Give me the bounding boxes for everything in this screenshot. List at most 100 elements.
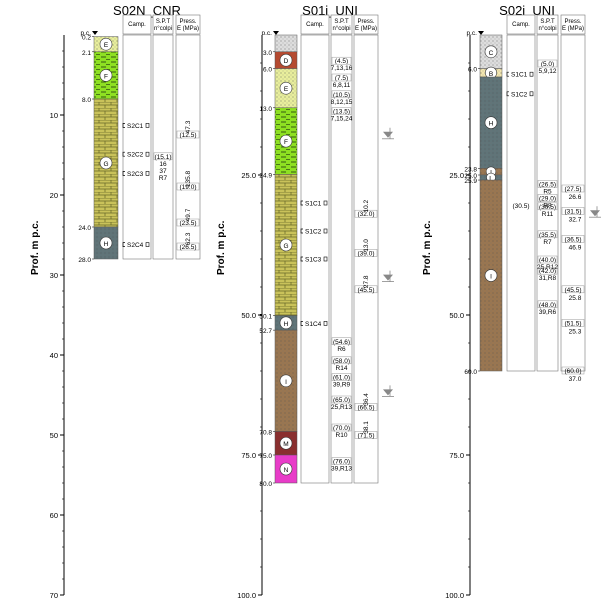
- layer-label-circle: [279, 238, 293, 252]
- press-header: Press.: [357, 19, 374, 25]
- press-depth-box: [561, 184, 585, 193]
- boundary-depth-label: 25.9: [464, 178, 477, 185]
- sample-box: [529, 71, 534, 77]
- table-header-cell: [353, 14, 379, 35]
- camp-header: Camp.: [128, 22, 146, 28]
- press-modulus-value: 135.8: [185, 170, 192, 187]
- layer-label: C: [489, 50, 494, 57]
- spt-subheader: n°colpi: [332, 26, 350, 32]
- press-depth-box: [176, 182, 200, 191]
- table-column-frame: [506, 34, 536, 372]
- layer-label: H: [489, 121, 494, 128]
- press-depth-box: [354, 285, 378, 294]
- layer-label: H: [104, 241, 109, 248]
- press-depth-label: (66.5): [358, 404, 375, 411]
- press-depth-label: (45.5): [358, 287, 375, 294]
- spt-depth-box: [537, 255, 558, 264]
- spt-value: (76.0): [333, 459, 350, 466]
- spt-value: 31,R8: [539, 275, 557, 282]
- press-depth-box: [176, 130, 200, 139]
- spt-value: 5,9,12: [538, 68, 556, 75]
- sample-box: [323, 200, 328, 206]
- table-header-cell: [560, 14, 586, 35]
- press-modulus-value: 37.0: [569, 376, 582, 383]
- spt-header: S.P.T: [334, 19, 349, 25]
- sample-box: [145, 242, 150, 247]
- spt-header: S.P.T: [540, 19, 555, 25]
- spt-value: 37: [159, 168, 167, 175]
- axis-tick-label: 40: [50, 351, 58, 360]
- spt-depth-box: [331, 457, 352, 465]
- log-title: S02i_UNI: [499, 3, 555, 18]
- boundary-depth-label: 50.1: [259, 314, 272, 321]
- spt-value: 39,R13: [331, 466, 352, 473]
- boundary-depth-label: 25.0: [464, 173, 477, 180]
- sample-bracket: [506, 71, 509, 77]
- sample-bracket: [122, 151, 125, 157]
- sample-label: S2C1: [127, 123, 144, 130]
- sample-box: [145, 171, 150, 176]
- spt-value: (29.0): [539, 195, 556, 202]
- layer-label: N: [284, 467, 289, 474]
- table-header-cell: [175, 14, 201, 35]
- boundary-depth-label: 28.0: [78, 257, 91, 264]
- axis-tick-label: 25.0: [449, 171, 464, 180]
- spt-value: (5.0): [541, 61, 554, 68]
- spt-depth-box: [331, 395, 352, 404]
- layer-label: F: [284, 139, 288, 146]
- sample-bracket: [122, 123, 125, 128]
- boundary-depth-label: 75.0: [259, 453, 272, 460]
- sample-bracket: [122, 242, 125, 247]
- sample-box: [529, 91, 534, 97]
- press-depth-label: (71.5): [358, 432, 375, 439]
- sample-label: S1C1: [305, 201, 322, 208]
- spt-depth-box: [331, 373, 352, 381]
- boundary-depth-label: 13.0: [259, 106, 272, 113]
- table-column-frame: [330, 34, 353, 484]
- spt-value: R5: [543, 188, 552, 195]
- sample-bracket: [506, 91, 509, 97]
- layer-label: D: [284, 58, 289, 65]
- press-depth-label: (45.5): [565, 287, 582, 294]
- spt-depth-box: [331, 423, 352, 432]
- press-subheader: E (MPa): [562, 26, 584, 32]
- press-header: Press.: [179, 19, 196, 25]
- press-subheader: E (MPa): [177, 26, 199, 32]
- layer-label: G: [103, 161, 108, 168]
- spt-value: (10.5): [333, 92, 350, 99]
- boundary-depth-label: 0.2: [82, 35, 91, 42]
- press-depth-label: (27.5): [565, 186, 582, 193]
- press-modulus-value: 13.0: [363, 239, 370, 252]
- spt-depth-box: [537, 300, 558, 309]
- layer-label: M: [283, 441, 288, 448]
- table-header-cell: [122, 14, 152, 35]
- spt-depth-box: [537, 266, 558, 275]
- depth-axis-label: Prof. m p.c.: [422, 220, 433, 275]
- press-depth-box: [561, 366, 585, 375]
- camp-header: Camp.: [512, 22, 530, 28]
- boundary-depth-label: 6.0: [263, 67, 272, 74]
- layer-label-circle: [279, 436, 293, 450]
- boundary-depth-label: 2.1: [82, 50, 91, 57]
- press-modulus-value: 46.9: [569, 244, 582, 251]
- spt-value: R11: [542, 211, 554, 218]
- press-depth-box: [561, 207, 585, 215]
- spt-value: (42.0): [539, 268, 556, 275]
- table-header-cell: [152, 14, 174, 35]
- axis-tick-label: 75.0: [241, 451, 256, 460]
- press-modulus-value: 49.7: [185, 208, 192, 221]
- spt-value: 25,R12: [537, 264, 558, 271]
- press-depth-label: (26.5): [180, 244, 197, 251]
- depth-axis-label: Prof. m p.c.: [30, 220, 41, 275]
- boundary-depth-label: 24.0: [78, 225, 91, 232]
- spt-value: R7: [159, 175, 168, 182]
- press-depth-box: [354, 431, 378, 439]
- press-depth-label: (32.0): [358, 211, 375, 218]
- sample-box: [145, 151, 150, 157]
- sample-box: [323, 256, 328, 262]
- axis-tick-label: 30: [50, 271, 58, 280]
- sample-label: S2C4: [127, 242, 144, 249]
